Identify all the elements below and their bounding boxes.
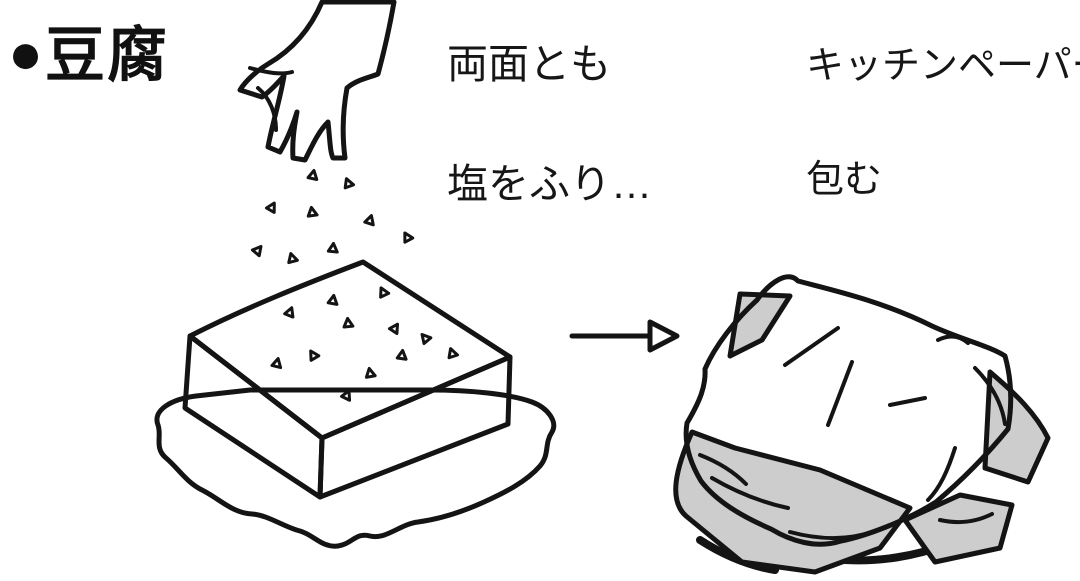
step1-caption-line2: 塩をふり… bbox=[447, 161, 652, 207]
tofu-left-face bbox=[182, 333, 325, 500]
wrapped-tofu-illustration bbox=[673, 274, 1051, 575]
step1-caption-line1: 両面とも bbox=[447, 41, 611, 87]
paper-flaps bbox=[673, 291, 1051, 575]
page-title: 豆腐 bbox=[45, 22, 170, 89]
tofu-top-face bbox=[187, 259, 513, 441]
step-arrow-icon bbox=[569, 319, 680, 353]
paper-top bbox=[683, 274, 1014, 547]
step2-caption-line2: 包む bbox=[806, 159, 883, 201]
paper-crease-lines bbox=[698, 326, 1007, 540]
section-bullet-icon: ● bbox=[8, 21, 44, 86]
salt-grains bbox=[250, 168, 459, 402]
step2-caption-line1: キッチンペーパーで bbox=[806, 45, 1080, 87]
water-puddle bbox=[154, 387, 557, 549]
step1-caption: 両面とも 塩をふり… bbox=[447, 34, 652, 214]
tofu-block bbox=[182, 259, 513, 500]
step2-caption: キッチンペーパーで 包む bbox=[806, 38, 1080, 209]
section-header: ● 豆腐 bbox=[8, 21, 170, 89]
sprinkling-hand-illustration bbox=[237, 0, 397, 163]
